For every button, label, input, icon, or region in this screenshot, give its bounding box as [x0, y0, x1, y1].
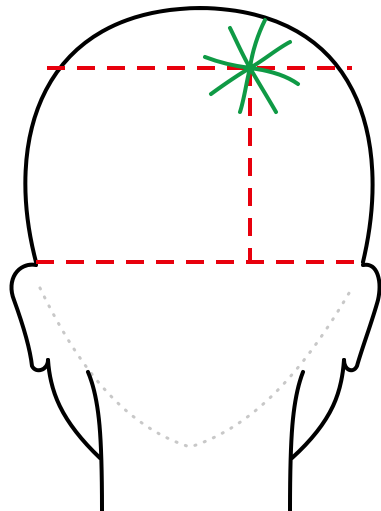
whorl-arm-4 — [250, 68, 276, 112]
neck-right-outline — [290, 372, 303, 511]
whorl-arm-8 — [230, 28, 250, 68]
left-ear-outline — [11, 265, 48, 371]
neck-left-outline — [88, 372, 102, 511]
skull-outline — [25, 8, 372, 262]
right-ear-outline — [344, 265, 379, 371]
nape-hairline-dotted — [40, 288, 352, 447]
whorl-center — [245, 63, 255, 73]
right-jaw-outline — [292, 360, 344, 458]
